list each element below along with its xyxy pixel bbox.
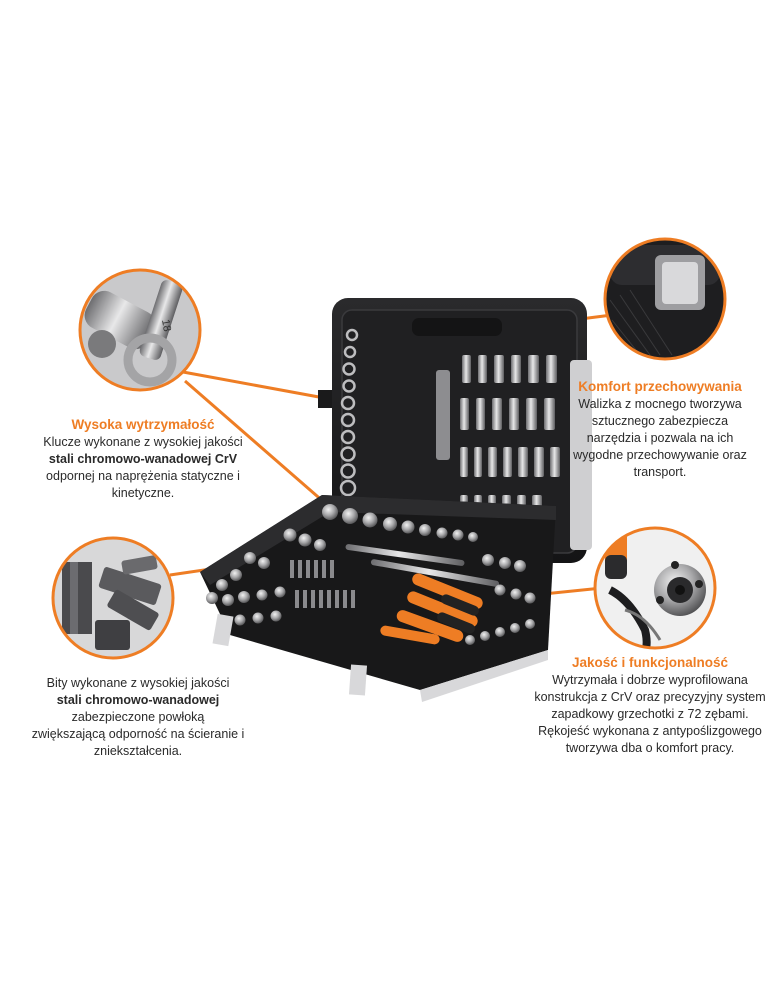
- callout-line: zwiększającą odporność na ścieranie i: [31, 727, 245, 741]
- callout-title: Wysoka wytrzymałość: [71, 417, 215, 432]
- callout-line-bold: stali chromowo-wanadowej CrV: [48, 452, 238, 466]
- callout-line: tworzywa dba o komfort pracy.: [565, 741, 735, 755]
- callout-line: kinetyczne.: [111, 486, 175, 500]
- bit-rows: [290, 560, 355, 608]
- callout-quality: Jakość i funkcjonalność Wytrzymała i dob…: [530, 654, 770, 757]
- callout-strength: Wysoka wytrzymałość Klucze wykonane z wy…: [28, 416, 258, 502]
- callout-line: zniekształcenia.: [93, 744, 183, 758]
- wrench-set: [339, 328, 434, 497]
- hex-bits-photo-icon: [51, 536, 175, 660]
- combination-wrench-photo-icon: 18: [78, 268, 202, 392]
- callout-storage: Komfort przechowywania Walizka z mocnego…: [555, 378, 765, 481]
- socket-rows: [206, 504, 478, 626]
- callout-line: Wytrzymała i dobrze wyprofilowana: [552, 673, 748, 687]
- ratchet-head-photo-icon: [593, 526, 717, 650]
- callout-title: Jakość i funkcjonalność: [571, 655, 729, 670]
- callout-line-bold: stali chromowo-wanadowej: [56, 693, 220, 707]
- callout-line: Klucze wykonane z wysokiej jakości: [43, 435, 243, 449]
- callout-line: transport.: [633, 465, 687, 479]
- callout-line: konstrukcja z CrV oraz precyzyjny system: [534, 690, 766, 704]
- callout-line: zabezpieczone powłoką: [71, 710, 205, 724]
- callout-line: odpornej na naprężenia statyczne i: [46, 469, 240, 483]
- callout-line: wygodne przechowywanie oraz: [573, 448, 747, 462]
- tool-case: [200, 298, 592, 702]
- callout-line: Walizka z mocnego tworzywa: [578, 397, 742, 411]
- callout-line: zapadkowy grzechotki z 72 zębami.: [551, 707, 749, 721]
- callout-line: narzędzia i pozwala na ich: [586, 431, 734, 445]
- callout-title: Komfort przechowywania: [578, 379, 742, 394]
- callout-line: Bity wykonane z wysokiej jakości: [46, 676, 230, 690]
- callout-line: Rękojeść wykonana z antypoślizgowego: [538, 724, 762, 738]
- ratchet-handles: [380, 573, 483, 645]
- case-closeup-photo-icon: [603, 237, 727, 361]
- svg-text:18: 18: [159, 318, 173, 332]
- callout-bits: Bity wykonane z wysokiej jakości stali c…: [18, 675, 258, 760]
- callout-line: sztucznego zabezpiecza: [591, 414, 729, 428]
